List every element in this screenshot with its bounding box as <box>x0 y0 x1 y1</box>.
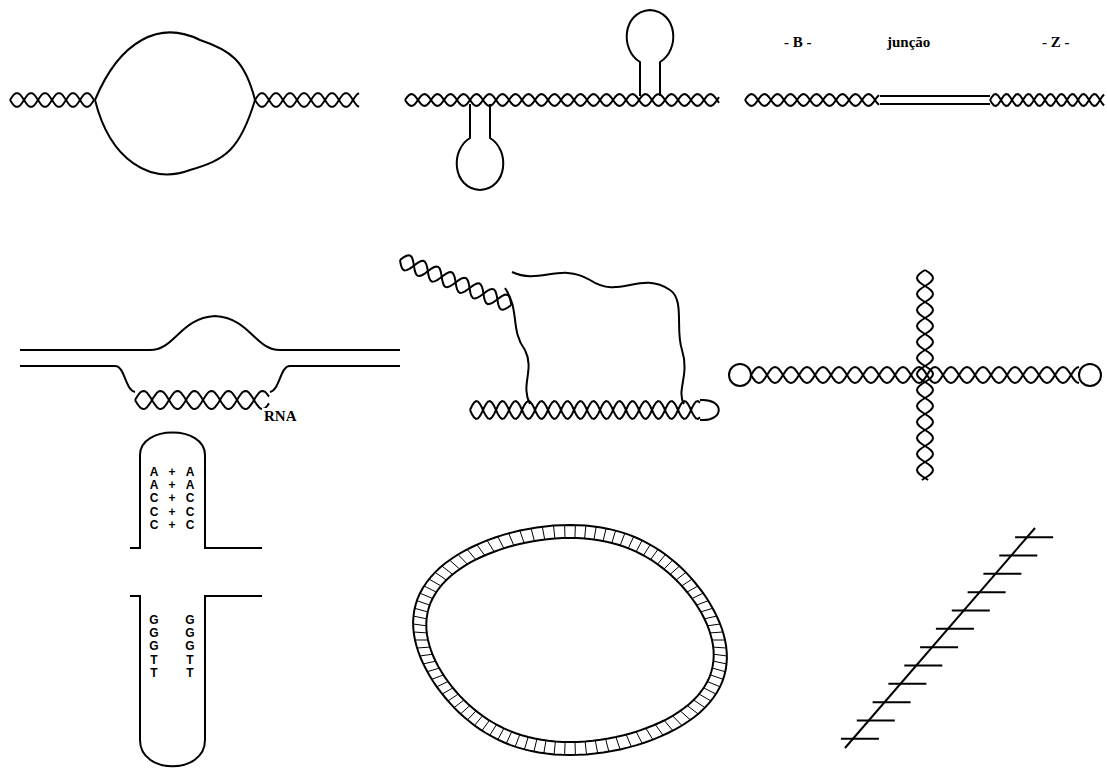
region-label: junção <box>885 34 932 51</box>
helix-strand <box>255 93 359 107</box>
helix-strand <box>745 94 879 106</box>
molecule-label: RNA <box>262 408 299 425</box>
strand <box>95 33 255 101</box>
strand <box>512 272 685 404</box>
base-sequence: AACCC <box>184 466 196 532</box>
helix-strand <box>413 525 727 755</box>
helix-strand <box>413 525 727 755</box>
helix-strand <box>470 401 700 419</box>
helix-strand <box>917 270 933 480</box>
hairpin <box>457 104 504 190</box>
base-sequence: AACCC <box>148 466 160 532</box>
helix-strand <box>405 94 719 106</box>
helix-strand <box>135 391 269 409</box>
strand <box>505 288 530 404</box>
strand <box>20 366 400 392</box>
helix-strand <box>135 391 269 409</box>
helix-strand <box>990 94 1104 106</box>
loop <box>1079 364 1101 386</box>
region-label: - B - <box>782 34 814 51</box>
helix-strand <box>10 93 94 107</box>
helix-strand <box>470 401 700 419</box>
helix-strand <box>751 367 1079 383</box>
helix-strand <box>255 93 359 107</box>
base-sequence: GGGTT <box>184 614 196 680</box>
backbone <box>845 528 1035 748</box>
helix-strand <box>397 253 514 313</box>
strand <box>20 316 400 350</box>
helix-strand <box>426 538 713 742</box>
helix-strand <box>751 367 1079 383</box>
helix-strand <box>10 93 94 107</box>
generated-shapes <box>10 93 1104 755</box>
base-sequence: GGGTT <box>148 614 160 680</box>
strand <box>130 596 262 766</box>
junction <box>880 96 990 104</box>
loop <box>700 400 719 420</box>
helix-strand <box>745 94 879 106</box>
helix-strand <box>841 537 1053 739</box>
helix-strand <box>397 253 514 313</box>
hairpin <box>627 10 674 96</box>
strand <box>95 100 255 174</box>
loop <box>729 364 751 386</box>
strand <box>130 433 262 549</box>
helix-strand <box>917 270 933 480</box>
pairing-marks: +++++ <box>166 466 178 532</box>
helix-strand <box>990 94 1104 106</box>
helix-strand <box>405 94 719 106</box>
region-label: - Z - <box>1040 34 1072 51</box>
